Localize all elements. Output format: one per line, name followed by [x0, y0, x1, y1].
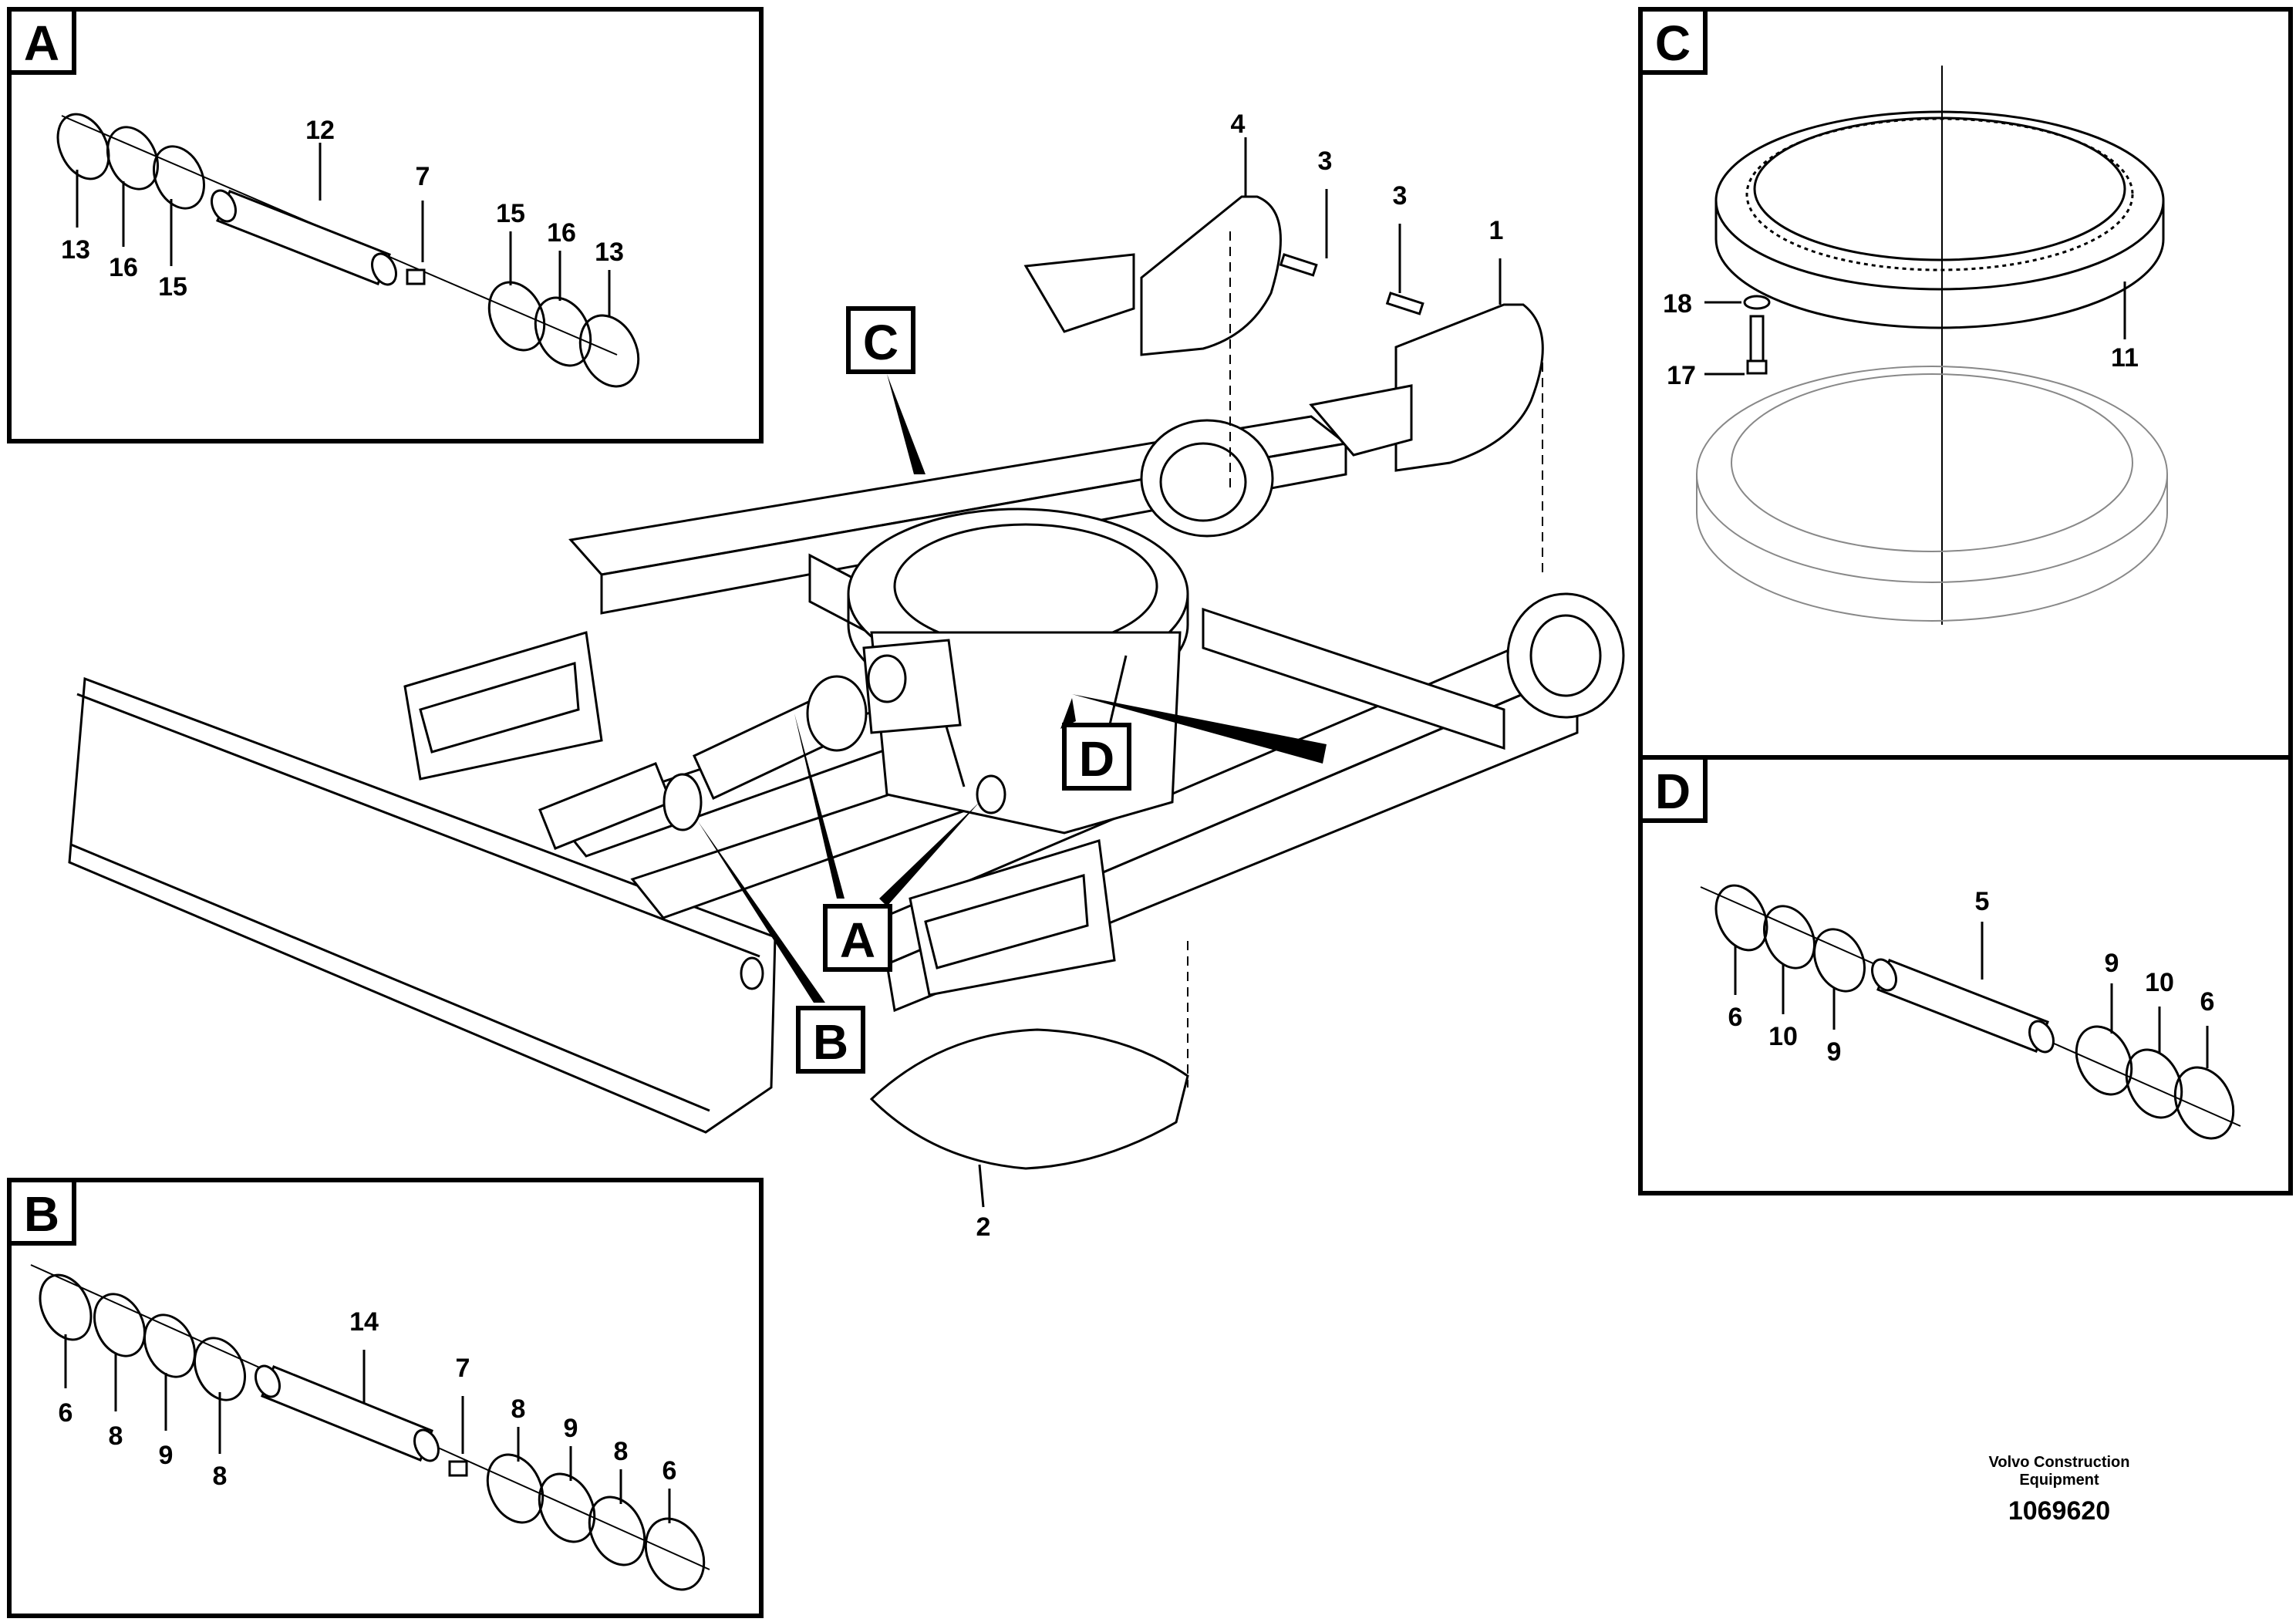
- part-label: 8: [511, 1394, 526, 1424]
- part-label: 2: [976, 1212, 991, 1242]
- part-label: 10: [1768, 1022, 1798, 1051]
- detail-panel-a: A 13 16 15 12 7 15 16 13: [7, 7, 764, 443]
- callout-tag-c: C: [863, 315, 899, 370]
- part-label: 4: [1231, 110, 1246, 139]
- panel-a-tag: A: [24, 15, 59, 71]
- part-label: 16: [109, 253, 138, 282]
- detail-panel-d: D 6 10 9 5 9 10 6: [1638, 755, 2293, 1195]
- detail-panel-b: B 6 8 9 8 14 7 8 9 8 6: [7, 1178, 764, 1618]
- callout-tag-d: D: [1079, 731, 1114, 787]
- callout-tag-a: A: [840, 912, 875, 968]
- part-label: 12: [305, 116, 335, 145]
- company-name-line2: Equipment: [2019, 1472, 2099, 1489]
- part-label: 7: [416, 162, 430, 191]
- callout-tag-b: B: [813, 1014, 848, 1070]
- panel-d-tag: D: [1655, 764, 1691, 819]
- part-label: 9: [159, 1441, 174, 1470]
- part-label: 15: [158, 272, 187, 302]
- part-label: 1: [1489, 216, 1504, 245]
- part-label: 9: [1827, 1037, 1842, 1067]
- part-label: 9: [2105, 949, 2119, 978]
- part-label: 8: [109, 1421, 123, 1451]
- part-label: 14: [349, 1307, 379, 1337]
- company-name: Volvo Construction: [1989, 1454, 2130, 1471]
- part-label: 5: [1975, 887, 1990, 916]
- part-label: 6: [59, 1398, 73, 1428]
- part-label: 17: [1667, 361, 1696, 390]
- part-label: 8: [614, 1437, 629, 1466]
- part-label: 8: [213, 1462, 228, 1491]
- detail-panel-c: C 18 17 11: [1638, 7, 2293, 760]
- part-label: 9: [564, 1414, 578, 1443]
- part-label: 18: [1663, 289, 1692, 319]
- footer: Volvo Construction Equipment 1069620: [1989, 1454, 2130, 1526]
- part-label: 11: [2111, 343, 2139, 373]
- panel-c-tag: C: [1655, 15, 1691, 71]
- undercarriage-assembly: C D A B 4 3 3 1 2: [68, 110, 1625, 1242]
- part-label: 3: [1393, 181, 1408, 211]
- drawing-number: 1069620: [2008, 1496, 2110, 1526]
- part-label: 3: [1318, 147, 1333, 176]
- part-label: 16: [547, 218, 576, 248]
- part-label: 6: [1728, 1003, 1743, 1032]
- part-label: 6: [2200, 987, 2215, 1017]
- part-label: 13: [61, 235, 90, 265]
- part-label: 13: [595, 238, 624, 267]
- part-label: 10: [2145, 968, 2174, 997]
- part-label: 6: [663, 1456, 677, 1485]
- part-label: 15: [496, 199, 525, 228]
- panel-b-tag: B: [24, 1186, 59, 1242]
- part-label: 7: [456, 1354, 470, 1383]
